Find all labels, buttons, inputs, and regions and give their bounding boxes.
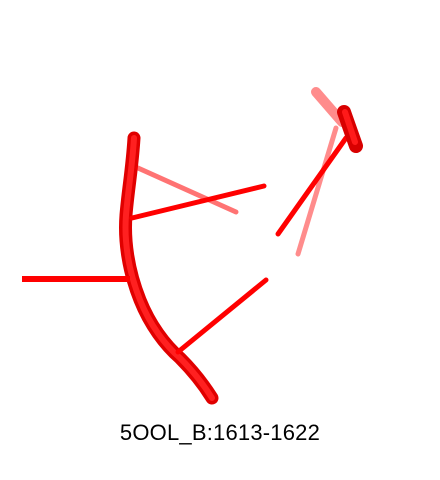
right-strand-faded-stick [295, 125, 339, 257]
base-stick-upper [129, 183, 267, 221]
backbone-left-highlight [122, 135, 215, 401]
right-strand-node-highlight [342, 109, 358, 145]
right-strand-stick [275, 135, 349, 237]
base-stick-lower [175, 277, 269, 355]
base-stick-upper-faded [135, 165, 239, 215]
backbone-left [119, 131, 219, 405]
structure-caption: 5OOL_B:1613-1622 [119, 420, 321, 445]
right-strand-faded-arm [311, 87, 347, 127]
